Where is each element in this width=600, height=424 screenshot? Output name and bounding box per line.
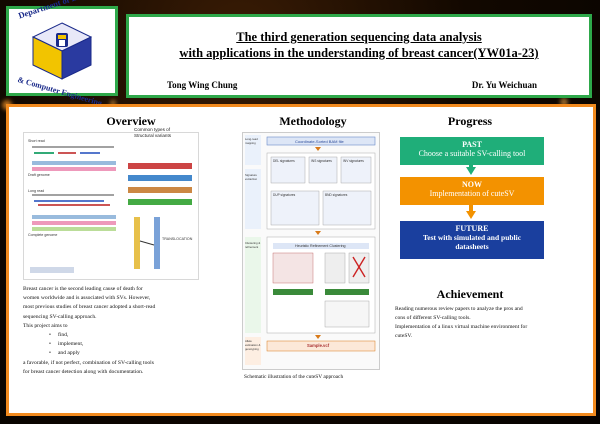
bokeh-light: [560, 98, 568, 106]
achievement-line-1: Reading numerous review papers to analyz…: [395, 306, 523, 312]
caption-line-2: Structural variants: [134, 133, 172, 138]
para2-line-2: for breast cancer detection along with d…: [23, 369, 144, 376]
para1-line-2: women worldwide and is associated with S…: [23, 295, 151, 302]
methodology-caption: Schematic illustration of the cuteSV app…: [244, 374, 344, 380]
poster-title: The third generation sequencing data ana…: [129, 29, 589, 61]
fig-del-label: DEL signatures: [273, 159, 295, 163]
achievement-line-4: cuteSV.: [395, 333, 413, 339]
arrow-down-icon: [466, 211, 476, 219]
aim-text: find,: [57, 332, 69, 338]
fig-bam-label: Coordinate-Sorted BAM file: [295, 139, 344, 144]
author-name: Tong Wing Chung: [167, 80, 238, 90]
achievement-heading: Achievement: [436, 287, 504, 301]
logo-cube-icon: [31, 22, 93, 80]
overview-figure: Short read Draft genome Long read Comple…: [23, 132, 199, 280]
now-text: Implementation of cuteSV: [429, 189, 515, 198]
aim-item: • find,: [49, 332, 69, 338]
fig-side-3: Clustering & refinement: [245, 241, 261, 249]
future-text-line-1: Test with simulated and public: [422, 233, 522, 242]
progress-heading: Progress: [447, 114, 493, 128]
label-translocation: TRANSLOCATION: [162, 237, 193, 241]
aim-item: • and apply: [49, 350, 80, 357]
content-panel: Overview Short read Draft genome Lo: [6, 104, 596, 416]
achievement-line-2: cons of different SV-calling tools.: [395, 315, 471, 321]
aim-text: and apply: [57, 350, 80, 357]
future-text-line-2: datasheets: [455, 242, 489, 251]
aim-item: • implement,: [49, 341, 84, 348]
title-line-1: The third generation sequencing data ana…: [236, 30, 482, 44]
progress-now-box: NOW Implementation of cuteSV: [400, 177, 544, 205]
overview-paragraph-2: a favorable, if not perfect, combination…: [23, 359, 154, 377]
label-draft-genome: Draft genome: [28, 173, 50, 177]
overview-figure-caption: Common types of Structural variants: [134, 127, 171, 139]
progress-past-box: PAST Choose a suitable SV-calling tool: [400, 137, 544, 165]
aim-text: implement,: [57, 341, 84, 348]
title-panel: The third generation sequencing data ana…: [126, 14, 592, 98]
fig-cluster-label: Heuristic Refinement Clustering: [295, 244, 346, 248]
sv-diagram-icon: [30, 146, 192, 273]
fig-bnd-label: BND signatures: [325, 193, 348, 197]
label-complete-genome: Complete genome: [28, 233, 58, 237]
bokeh-light: [110, 100, 116, 106]
para1-line-3: most previous studies of breast cancer a…: [23, 304, 156, 311]
achievement-line-3: Implementation of a linux virtual machin…: [395, 324, 528, 330]
fig-dup-label: DUP signatures: [273, 193, 296, 197]
label-long-read: Long read: [28, 189, 45, 193]
fig-side-2: Signature extraction: [245, 173, 258, 181]
past-label: PAST: [462, 140, 482, 149]
achievement-text: Reading numerous review papers to analyz…: [395, 305, 527, 341]
future-label: FUTURE: [455, 224, 489, 233]
caption-line-1: Common types of: [134, 127, 170, 132]
arrow-shaft: [469, 164, 473, 168]
cutesv-pipeline-icon: [245, 135, 376, 365]
label-short-read: Short read: [28, 139, 45, 143]
past-text: Choose a suitable SV-calling tool: [418, 149, 526, 158]
arrow-shaft: [469, 205, 473, 212]
fig-side-1: Long-read mapping: [245, 137, 258, 145]
fig-inv-label: INV signatures: [343, 159, 364, 163]
aims-intro: This project aims to: [23, 322, 68, 329]
arrow-down-icon: [466, 167, 476, 175]
department-logo: Department of Electronic & Computer Engi…: [6, 0, 118, 108]
fig-ins-label: INS signatures: [311, 159, 332, 163]
now-label: NOW: [462, 180, 482, 189]
aims-list: • find, • implement, • and apply: [49, 331, 83, 359]
fig-side-4: Allele estimation & genotyping: [245, 339, 261, 351]
methodology-heading: Methodology: [279, 114, 347, 128]
supervisor-name: Dr. Yu Weichuan: [471, 80, 537, 90]
overview-heading: Overview: [106, 114, 156, 128]
para1-line-4: sequencing SV-calling approach.: [23, 313, 97, 320]
fig-output-label: Sample.vcf: [307, 343, 330, 348]
title-line-2: with applications in the understanding o…: [179, 46, 539, 60]
para1-line-1: Breast cancer is the second leading caus…: [23, 286, 143, 292]
progress-future-box: FUTURE Test with simulated and public da…: [400, 221, 544, 259]
para2-line-1: a favorable, if not perfect, combination…: [23, 360, 154, 366]
overview-paragraph-1: Breast cancer is the second leading caus…: [23, 285, 155, 331]
methodology-figure: Coordinate-Sorted BAM file DEL signature…: [242, 132, 380, 370]
